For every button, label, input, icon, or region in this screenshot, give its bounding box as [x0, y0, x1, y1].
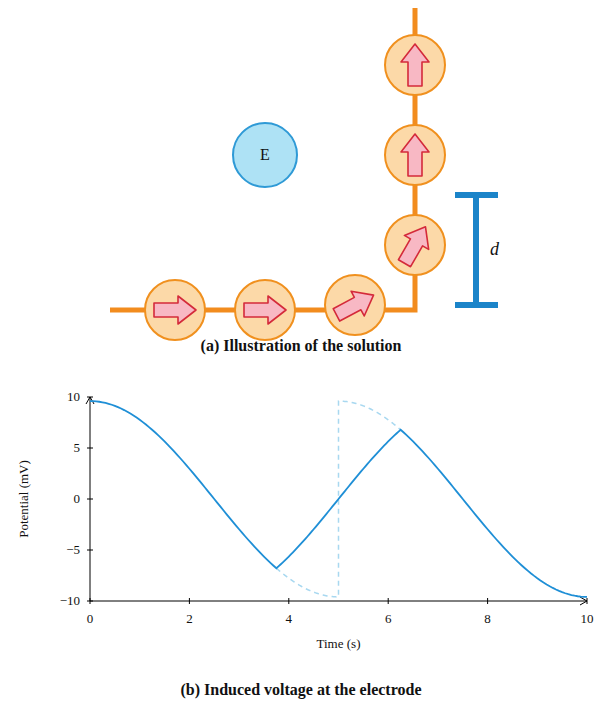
wire: [110, 8, 415, 310]
tick-label: 8: [484, 612, 491, 626]
tick-label: 5: [74, 441, 81, 455]
tick-label: −10: [60, 594, 80, 608]
tick-label: 2: [186, 612, 193, 626]
tick-label: 10: [581, 612, 594, 626]
figure-caption: (b) Induced voltage at the electrode: [181, 681, 422, 699]
axes: [86, 397, 587, 605]
dipole-beads: [145, 35, 445, 340]
figure-caption: (a) Illustration of the solution: [201, 337, 402, 355]
tick-label: 0: [87, 612, 94, 626]
tick-label: −5: [66, 543, 80, 557]
distance-label: d: [490, 240, 499, 260]
tick-label: 4: [286, 612, 293, 626]
voltage-curve: [90, 401, 587, 597]
tick-label: 0: [74, 492, 81, 506]
tick-label: 6: [385, 612, 392, 626]
distance-bracket: [455, 195, 498, 305]
node-label: E: [260, 146, 270, 164]
axis-title: Time (s): [317, 637, 361, 651]
tick-label: 10: [67, 390, 80, 404]
axis-title: Potential (mV): [17, 460, 31, 538]
electrode-circle: E: [232, 122, 298, 188]
